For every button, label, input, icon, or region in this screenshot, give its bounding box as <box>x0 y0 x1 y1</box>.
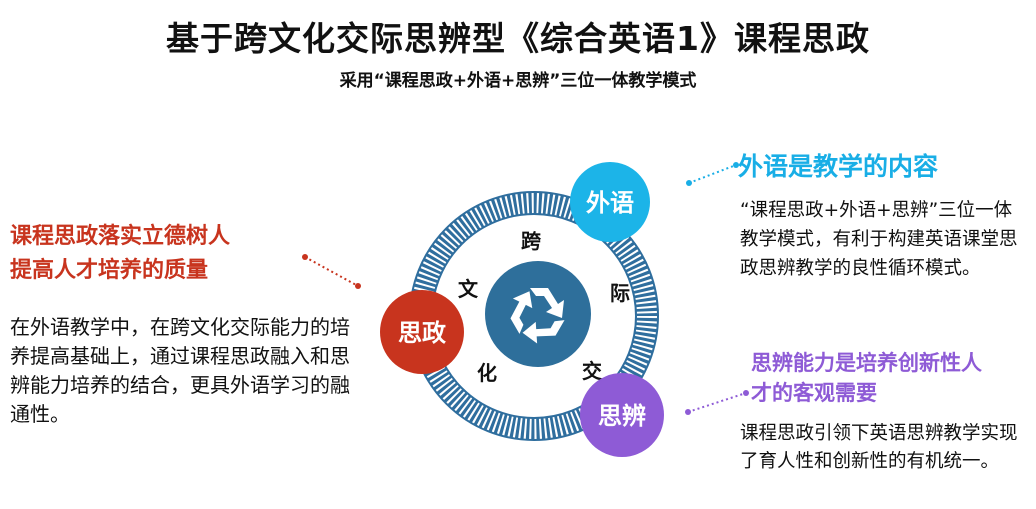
node-sizheng-circle <box>380 290 464 374</box>
ring-char-kua: 跨 <box>521 229 542 253</box>
node-waiyu-label: 外语 <box>586 189 634 217</box>
node-sizheng-label: 思政 <box>398 319 446 347</box>
ring-char-ji: 际 <box>610 281 630 305</box>
ring-char-jiao: 交 <box>582 359 602 383</box>
left-heading-line1: 课程思政落实立德树人 <box>10 224 231 249</box>
connector-top-right-dot-end <box>733 162 739 168</box>
node-waiyu-circle <box>570 162 650 242</box>
left-heading-line2: 提高人才培养的质量 <box>10 258 209 283</box>
connector-bottom-right-dot-start <box>685 409 691 415</box>
connector-left-dot-start <box>302 254 308 260</box>
bottom-right-body-text: 课程思政引领下英语思辨教学实现了育人性和创新性的有机统一。 <box>740 423 1018 472</box>
top-right-body-text: “课程思政+外语+思辨”三位一体教学模式，有利于构建英语课堂思政思辨教学的良性循… <box>740 200 1018 279</box>
bottom-right-heading: 思辨能力是培养创新性人 才的客观需要 <box>751 348 1033 408</box>
connector-top-right-dot-start <box>686 180 692 186</box>
node-sibian-label: 思辨 <box>598 402 646 430</box>
left-body-text: 在外语教学中，在跨文化交际能力的培养提高基础上，通过课程思政融入和思辨能力培养的… <box>10 315 350 426</box>
bottom-right-heading-line2: 才的客观需要 <box>751 381 877 405</box>
ring-char-wen: 文 <box>458 277 479 301</box>
left-heading: 课程思政落实立德树人 提高人才培养的质量 <box>10 220 310 288</box>
connector-left-dot-end <box>355 283 361 289</box>
connector-bottom-right <box>687 392 747 413</box>
connector-top-right <box>688 164 737 184</box>
page-title: 基于跨文化交际思辨型《综合英语1》课程思政 <box>166 19 870 58</box>
recycle-icon <box>510 288 565 344</box>
bottom-right-heading-line1: 思辨能力是培养创新性人 <box>751 351 982 375</box>
outer-ring-stripes <box>410 192 658 440</box>
ring-char-hua: 化 <box>477 361 497 385</box>
connector-left <box>304 256 359 287</box>
top-right-heading: 外语是教学的内容 <box>738 152 939 181</box>
center-circle <box>485 261 591 367</box>
node-sibian-circle <box>580 373 664 457</box>
connector-bottom-right-dot-end <box>743 390 749 396</box>
page-subtitle: 采用“课程思政+外语+思辨”三位一体教学模式 <box>339 71 697 91</box>
